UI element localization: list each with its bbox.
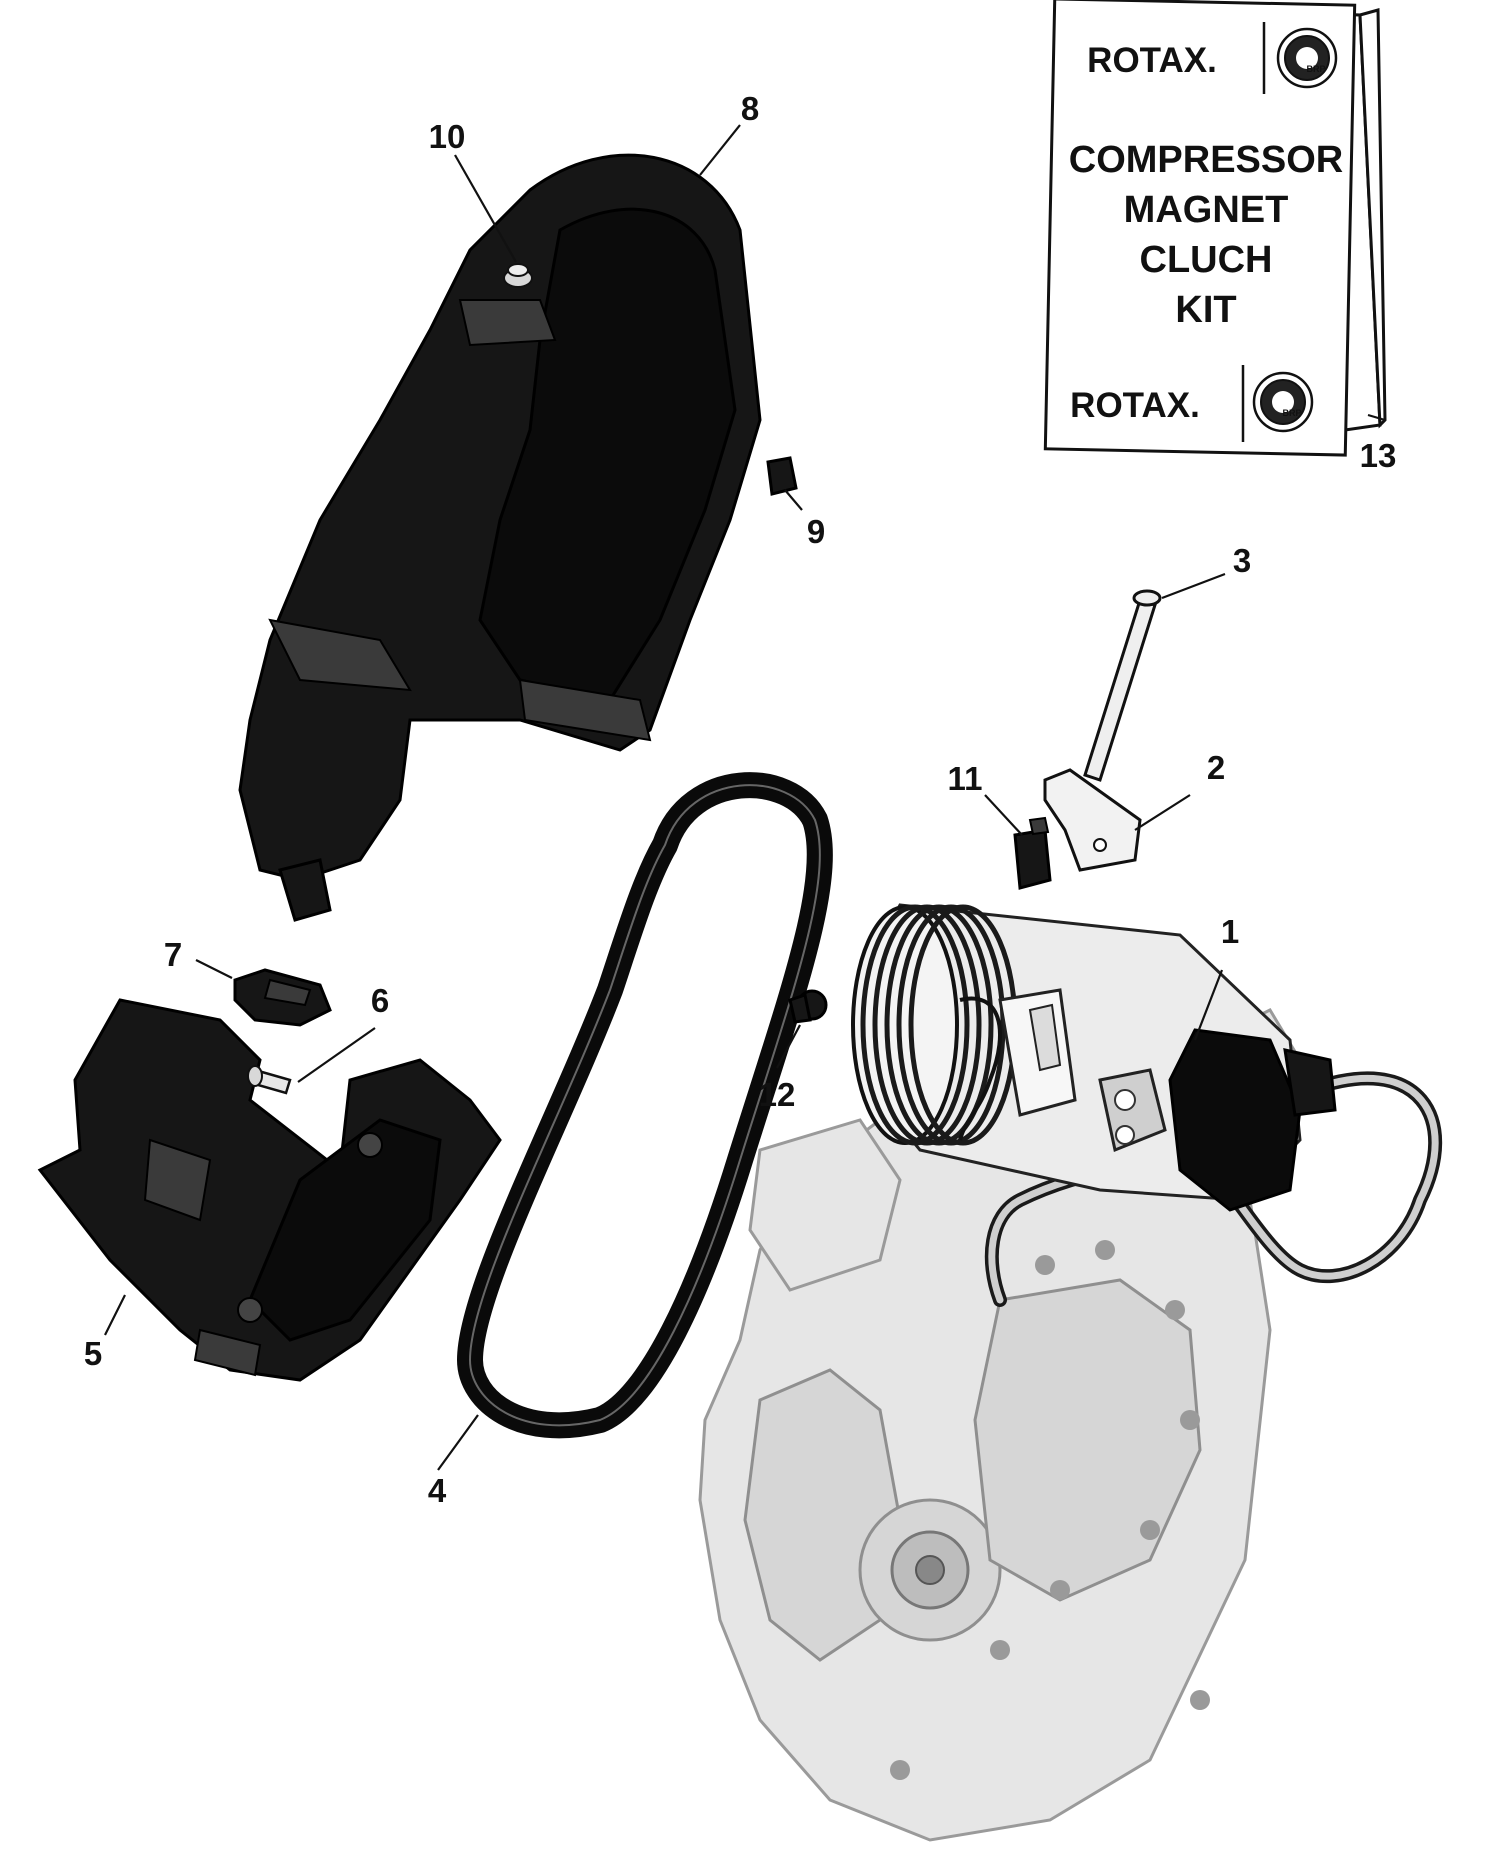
clip-part-12: [788, 989, 828, 1024]
callout-3: 3: [1233, 542, 1251, 579]
kit-title-line-2: MAGNET: [1124, 189, 1289, 231]
clip-part-9: [766, 456, 798, 496]
brp-logo-top-icon: [1276, 27, 1338, 89]
leader-lines: [104, 124, 1386, 1471]
callout-11: 11: [948, 760, 983, 797]
kit-brand-bottom: ROTAX.: [1070, 386, 1200, 425]
kit-card: ROTAX. BRP COMPRESSOR MAGNET CLUCH KIT R…: [1043, 0, 1387, 457]
lower-belt-guard: [37, 998, 502, 1382]
callout-7: 7: [164, 936, 182, 973]
sensor-part-11: [1013, 816, 1052, 890]
kit-title-line-1: COMPRESSOR: [1069, 139, 1343, 181]
kit-title-line-3: CLUCH: [1140, 239, 1273, 281]
drive-belt: [457, 772, 833, 1439]
callout-1: 1: [1221, 913, 1239, 950]
callout-13: 13: [1360, 437, 1397, 474]
callout-10: 10: [429, 118, 466, 155]
bolt-part-6: [247, 1065, 292, 1095]
bracket-part-2: [1043, 768, 1142, 872]
brp-badge-bottom-label: BRP: [1282, 408, 1301, 418]
callout-2: 2: [1207, 749, 1225, 786]
callout-9: 9: [807, 513, 825, 550]
ac-compressor: [851, 903, 1337, 1212]
brp-logo-bottom-icon: [1252, 371, 1314, 433]
callout-6: 6: [371, 982, 389, 1019]
upper-belt-guard: [238, 153, 762, 922]
callout-5: 5: [84, 1335, 102, 1372]
engine-block: [698, 1008, 1443, 1842]
kit-brand-top: ROTAX.: [1087, 41, 1217, 80]
callout-8: 8: [741, 90, 759, 127]
bolt-part-3: [1083, 589, 1162, 782]
callout-4: 4: [428, 1472, 447, 1509]
brp-badge-top-label: BRP: [1306, 64, 1325, 74]
callout-12: 12: [759, 1076, 796, 1113]
kit-title-line-4: KIT: [1175, 289, 1236, 331]
damper-part-7: [233, 968, 332, 1027]
